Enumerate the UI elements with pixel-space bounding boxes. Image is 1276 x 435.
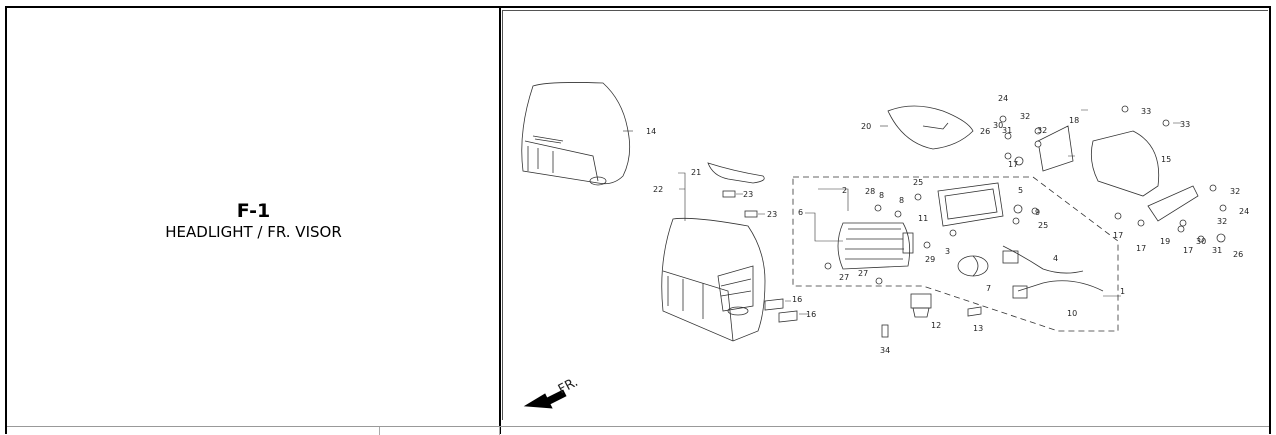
visor-part	[521, 82, 631, 186]
parts-diagram-panel: 1 2 3 4 5 6 7 8 8 9 10 11 12 13 14 15 16…	[502, 10, 1268, 420]
callout: 26	[980, 127, 990, 136]
callout: 34	[880, 346, 890, 355]
callout: 17	[1113, 231, 1123, 240]
callout: 1	[1120, 287, 1125, 296]
callout: 25	[1038, 221, 1048, 230]
callout: 17	[1183, 246, 1193, 255]
callout: 2	[842, 186, 847, 195]
callout: 32	[1020, 112, 1030, 121]
pad-part	[722, 190, 736, 198]
callout: 23	[743, 190, 753, 199]
callout: 10	[1067, 309, 1077, 318]
callout: 31	[1212, 246, 1222, 255]
section-code: F-1	[236, 200, 271, 222]
harness-part	[1017, 280, 1104, 292]
callout: 5	[1018, 186, 1023, 195]
pin-part	[881, 324, 889, 338]
callout: 30	[993, 121, 1003, 130]
callout: 28	[865, 187, 875, 196]
callout: 17	[1008, 160, 1018, 169]
callout: 21	[691, 168, 701, 177]
assembly-boundary	[792, 176, 1119, 332]
callout: 33	[1141, 107, 1151, 116]
front-direction-indicator: FR.	[523, 375, 581, 409]
mount-bracket-part	[1037, 125, 1074, 172]
harness-part	[1002, 245, 1084, 274]
fastener-parts	[824, 105, 1227, 285]
callout: 18	[1069, 116, 1079, 125]
callout: 12	[931, 321, 941, 330]
mount-bracket-part	[1090, 130, 1160, 197]
callout: 23	[767, 210, 777, 219]
page-frame	[5, 6, 1271, 434]
panel-divider	[499, 6, 501, 434]
callout: 32	[1217, 217, 1227, 226]
clip-part	[967, 306, 982, 317]
section-info-panel: F-1 HEADLIGHT / FR. VISOR	[7, 8, 500, 426]
callout: 4	[1053, 254, 1058, 263]
pad-part	[744, 210, 758, 218]
callout: 15	[1161, 155, 1171, 164]
leader-lines	[623, 109, 1181, 315]
callout: 8	[899, 196, 904, 205]
callout: 8	[879, 191, 884, 200]
callout: 16	[806, 310, 816, 319]
column-divider	[499, 427, 500, 435]
callout: 9	[1035, 208, 1040, 217]
callout: 17	[1136, 244, 1146, 253]
bracket-part	[764, 298, 784, 311]
callout: 16	[792, 295, 802, 304]
callout: 27	[839, 273, 849, 282]
callout: 22	[653, 185, 663, 194]
callout: 32	[1037, 126, 1047, 135]
column-divider	[379, 427, 380, 435]
callout: 20	[861, 122, 871, 131]
callout: 29	[925, 255, 935, 264]
cowl-part	[661, 217, 766, 342]
callout: 31	[1002, 126, 1012, 135]
callout: 27	[858, 269, 868, 278]
socket-part	[957, 255, 989, 277]
callout: 11	[918, 214, 928, 223]
callout: 24	[1239, 207, 1249, 216]
bulb-part	[910, 293, 932, 318]
callout: 26	[1233, 250, 1243, 259]
callout: 19	[1160, 237, 1170, 246]
front-arrow-icon	[523, 389, 567, 409]
callout: 33	[1180, 120, 1190, 129]
callout: 24	[998, 94, 1008, 103]
table-bottom-row	[7, 426, 1269, 435]
callout: 14	[646, 127, 656, 136]
headlight-part	[837, 222, 914, 270]
section-name: HEADLIGHT / FR. VISOR	[165, 223, 342, 241]
bracket-part	[778, 310, 798, 323]
headlight-frame-part	[937, 182, 1004, 227]
exploded-parts-diagram: 1 2 3 4 5 6 7 8 8 9 10 11 12 13 14 15 16…	[521, 82, 1249, 409]
callout: 30	[1196, 237, 1206, 246]
section-title-block: F-1 HEADLIGHT / FR. VISOR	[7, 200, 500, 241]
callout-labels: 1 2 3 4 5 6 7 8 8 9 10 11 12 13 14 15 16…	[646, 94, 1249, 355]
callout: 32	[1230, 187, 1240, 196]
callout: 3	[945, 247, 950, 256]
callout: 7	[986, 284, 991, 293]
upper-panel-part	[887, 105, 974, 150]
wire-clip-part	[707, 162, 765, 184]
callout: 25	[913, 178, 923, 187]
callout: 13	[973, 324, 983, 333]
callout: 6	[798, 208, 803, 217]
mount-bracket-part	[1147, 185, 1199, 222]
